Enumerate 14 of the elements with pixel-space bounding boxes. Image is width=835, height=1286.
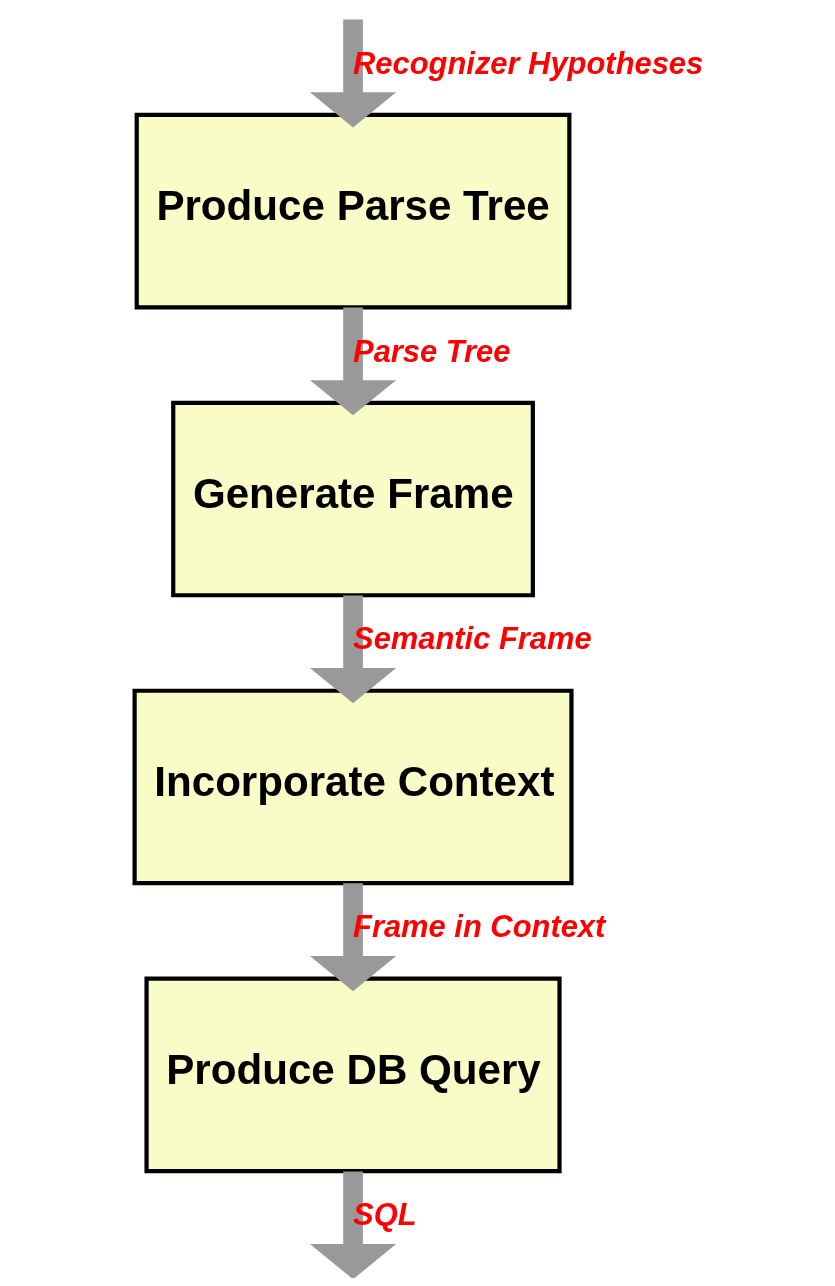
arrow bbox=[309, 1171, 396, 1278]
arrow bbox=[309, 19, 396, 128]
edge-label: Semantic Frame bbox=[352, 621, 592, 657]
edge-label: SQL bbox=[352, 1197, 417, 1233]
node-box: Produce DB Query bbox=[143, 976, 562, 1174]
arrow bbox=[309, 307, 396, 416]
edge-label: Recognizer Hypotheses bbox=[352, 45, 703, 81]
arrow bbox=[309, 595, 396, 704]
arrow bbox=[309, 883, 396, 992]
node-box: Generate Frame bbox=[170, 400, 535, 598]
edge-label: Frame in Context bbox=[352, 909, 605, 945]
node-box: Produce Parse Tree bbox=[134, 112, 571, 310]
edge-label: Parse Tree bbox=[352, 333, 510, 369]
node-box: Incorporate Context bbox=[132, 688, 574, 886]
